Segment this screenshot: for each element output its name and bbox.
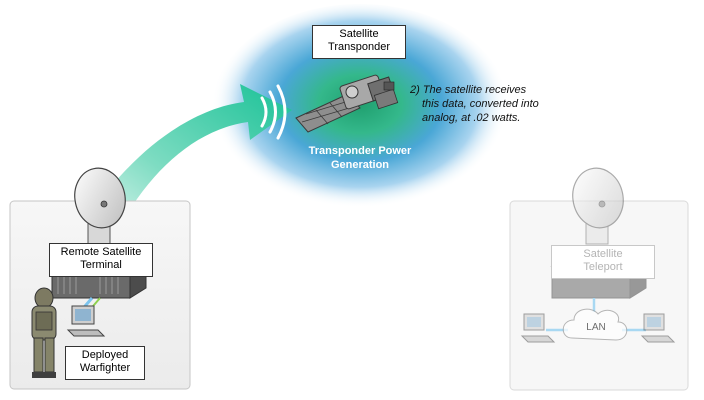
deployed-warfighter-label: Deployed Warfighter <box>65 346 145 380</box>
deployed-warfighter-line-1: Deployed <box>81 349 129 361</box>
satellite-teleport-line-1: Satellite <box>583 248 623 260</box>
satellite-teleport-line-2: Teleport <box>583 261 623 273</box>
satellite-icon <box>295 74 399 133</box>
remote-terminal-line-1: Remote Satellite <box>60 246 142 258</box>
deployed-warfighter-line-2: Warfighter <box>79 362 131 374</box>
computer-icon <box>66 305 106 337</box>
transponder-power-line-1: Transponder Power <box>308 145 412 157</box>
remote-terminal-line-2: Terminal <box>80 259 122 271</box>
lan-label: LAN <box>586 322 606 333</box>
annotation-line-1: 2) The satellite receives <box>410 84 527 96</box>
satellite-transponder-label: Satellite Transponder <box>312 25 406 59</box>
teleport-computer-right-icon <box>640 313 676 343</box>
satellite-teleport-label: Satellite Teleport <box>551 245 655 279</box>
annotation-line-3: analog, at .02 watts. <box>422 112 521 124</box>
annotation-line-2: this data, converted into <box>422 98 539 110</box>
teleport-computer-left-icon <box>520 313 556 343</box>
signal-waves-icon <box>260 84 287 140</box>
satellite-transponder-line-1: Satellite <box>339 28 379 40</box>
soldier-icon <box>31 287 57 378</box>
lan-cloud-icon <box>562 308 628 341</box>
annotation-note: 2) The satellite receives this data, con… <box>410 83 570 125</box>
transponder-power-line-2: Generation <box>330 159 390 171</box>
teleport-dish-icon <box>572 167 624 245</box>
transponder-power-label: Transponder Power Generation <box>300 144 420 172</box>
satellite-transponder-line-2: Transponder <box>328 41 390 53</box>
remote-terminal-label: Remote Satellite Terminal <box>49 243 153 277</box>
